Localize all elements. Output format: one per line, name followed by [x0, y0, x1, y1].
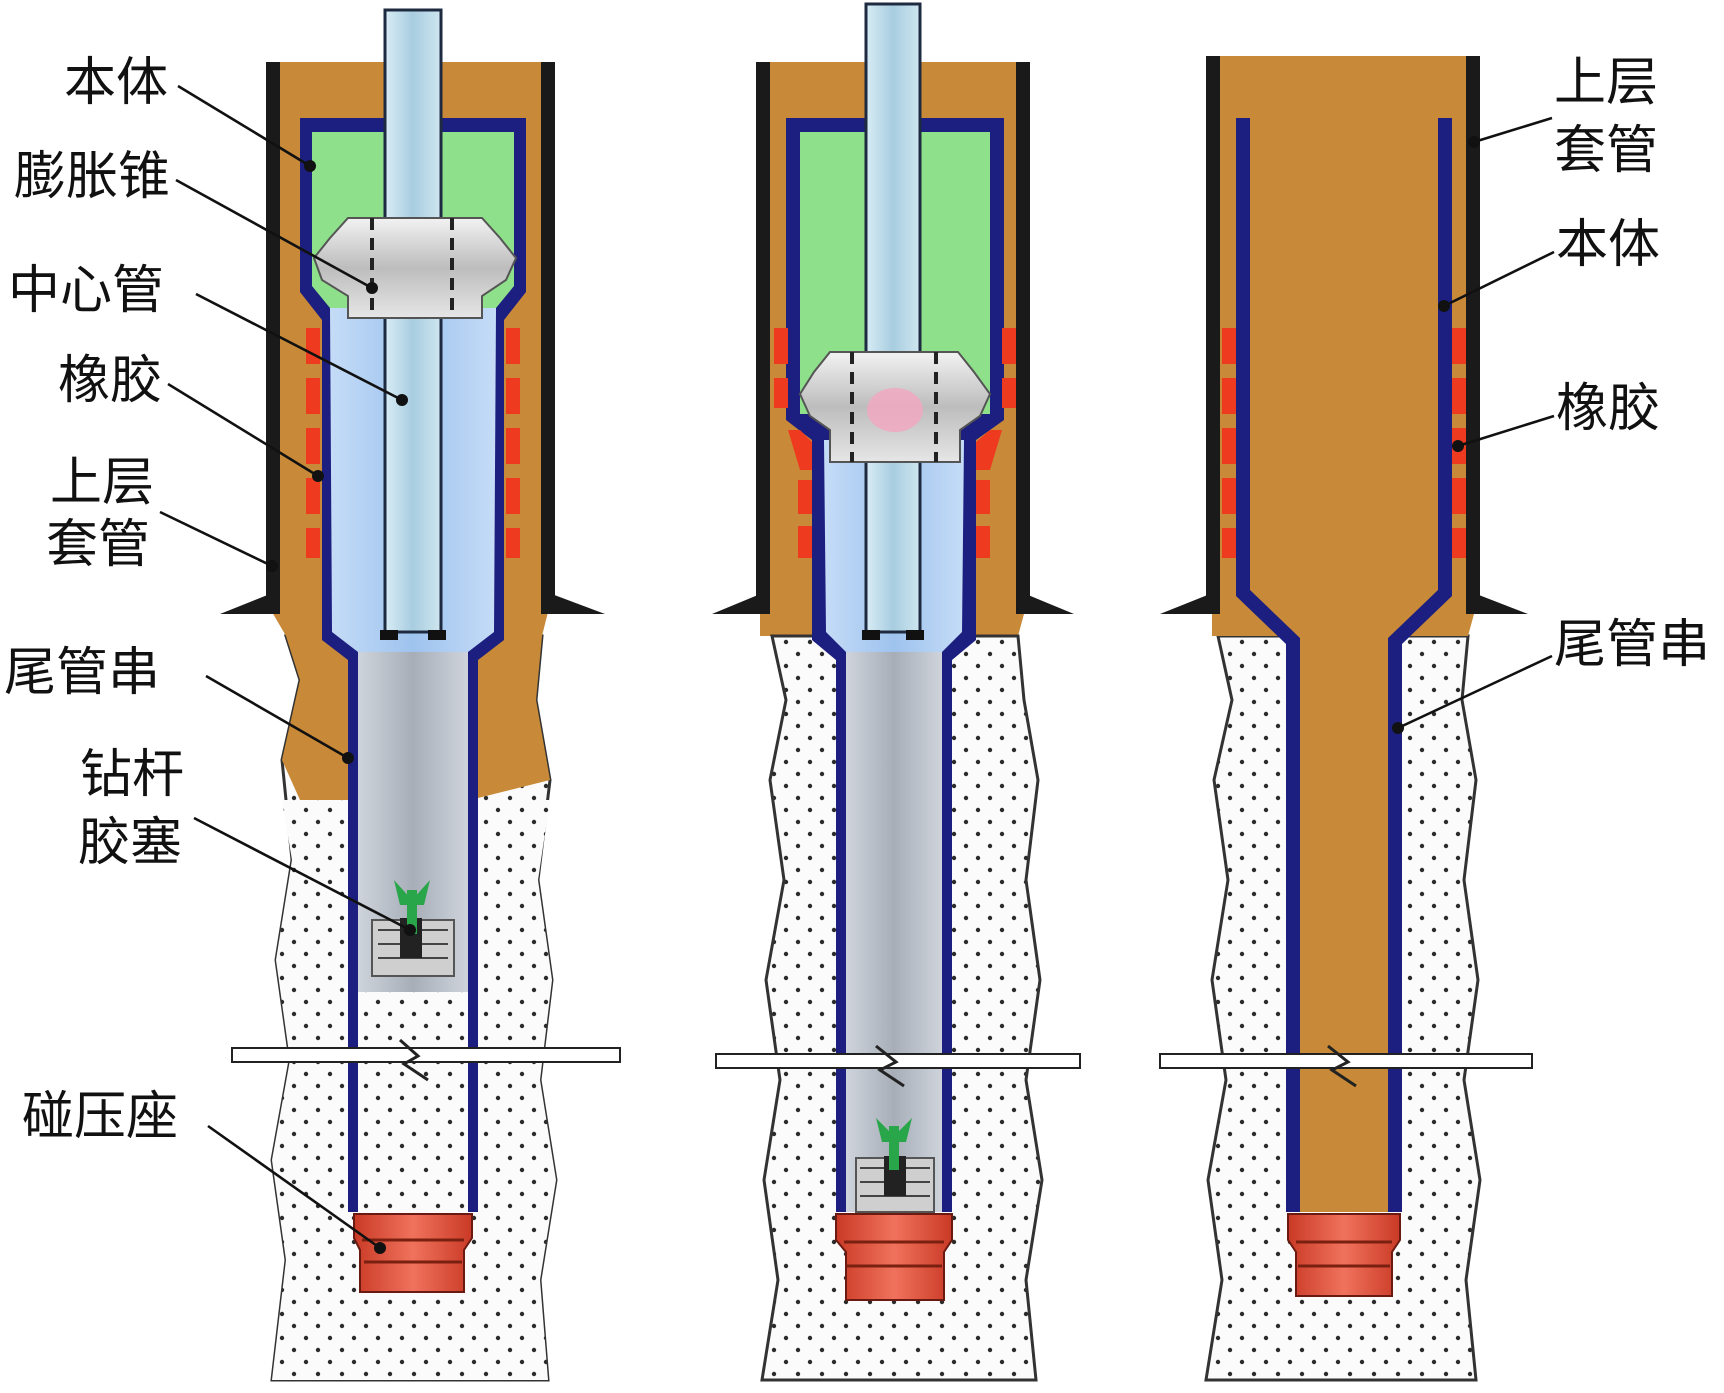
upper-casing-right [1016, 62, 1030, 614]
landing-seat [353, 1213, 473, 1293]
panel-after-expansion [1159, 56, 1533, 1382]
leader-upper-casing-right [1473, 116, 1553, 144]
leader-rubber-left [167, 382, 319, 478]
center-pipe-end-left [862, 630, 880, 640]
label-liner-right: 尾管串 [1554, 615, 1710, 675]
leader-dot-rubber-left [312, 470, 324, 482]
leader-body-right [1443, 250, 1555, 308]
label-upper-casing-left-1: 上层 [50, 453, 154, 513]
center-pipe [383, 8, 443, 634]
landing-seat [835, 1213, 953, 1301]
panel-during-expansion [712, 2, 1081, 1382]
label-seat-left: 碰压座 [22, 1087, 178, 1147]
cone-highlight [867, 388, 923, 432]
leader-dot-body-left [304, 160, 316, 172]
cone-dashes [370, 218, 454, 318]
leader-dot-upper-casing-right [1468, 136, 1480, 148]
casing-shoe-right [541, 590, 605, 614]
label-upper-casing-left-2: 套管 [46, 515, 150, 575]
leader-dot-dart-left [404, 924, 416, 936]
rubber-elements [1222, 328, 1466, 558]
label-center-pipe-left: 中心管 [8, 261, 164, 321]
leader-dot-rubber-right [1452, 440, 1464, 452]
center-pipe-end-right [906, 630, 924, 640]
center-pipe [864, 2, 922, 634]
leader-rubber-right [1457, 414, 1555, 448]
casing-shoe-left [712, 590, 770, 614]
label-upper-casing-right-2: 套管 [1554, 121, 1658, 181]
casing-shoe-right [1466, 590, 1528, 614]
leader-liner-left [205, 674, 349, 760]
leader-dot-liner-left [342, 752, 354, 764]
leader-dot-center-pipe-left [396, 394, 408, 406]
leader-dot-body-right [1438, 300, 1450, 312]
label-dart-left-1: 钻杆 [80, 745, 184, 805]
center-pipe-end-left [380, 630, 398, 640]
left-labels: 本体 膨胀锥 中心管 橡胶 上层 套管 尾管串 钻杆 胶塞 碰压座 [4, 53, 416, 1254]
leader-dot-seat-left [374, 1242, 386, 1254]
drill-pipe-dart [855, 1118, 935, 1213]
label-cone-left: 膨胀锥 [14, 147, 170, 207]
center-pipe-end-right [428, 630, 446, 640]
leader-seat-left [207, 1124, 381, 1250]
break-line [231, 1038, 621, 1082]
cone-dashes [850, 352, 938, 462]
liner-interior [846, 652, 942, 1212]
label-upper-casing-right-1: 上层 [1554, 53, 1658, 113]
leader-liner-right [1397, 654, 1553, 730]
casing-shoe-left [220, 590, 280, 614]
leader-upper-casing-left [159, 510, 273, 568]
leader-dot-cone-left [366, 282, 378, 294]
label-body-left: 本体 [64, 53, 168, 113]
liner-interior-lower [358, 992, 468, 1212]
upper-casing-left [1206, 56, 1220, 614]
leader-dart-left [193, 816, 411, 932]
panel-before-expansion [220, 8, 621, 1382]
body-wall [1236, 118, 1452, 1212]
break-line [1159, 1044, 1533, 1088]
casing-shoe-right [1016, 590, 1074, 614]
leader-cone-left [175, 178, 373, 290]
right-labels: 上层 套管 本体 橡胶 尾管串 [1392, 53, 1710, 734]
landing-seat [1287, 1213, 1401, 1297]
rubber-elements [774, 328, 1016, 558]
expansion-cone [312, 217, 518, 319]
leader-dot-upper-casing-left [266, 560, 278, 572]
leader-body-left [177, 84, 311, 168]
break-line [715, 1044, 1081, 1088]
label-liner-left: 尾管串 [4, 643, 160, 703]
leader-center-pipe-left [195, 292, 403, 402]
upper-casing-right [1466, 56, 1480, 614]
leader-dot-liner-right [1392, 722, 1404, 734]
label-body-right: 本体 [1556, 215, 1660, 275]
formation-lower [272, 800, 556, 1380]
casing-shoe-left [1160, 590, 1220, 614]
label-rubber-right: 橡胶 [1556, 379, 1660, 439]
upper-casing-left [266, 62, 280, 614]
label-rubber-left: 橡胶 [58, 351, 162, 411]
upper-casing-left [756, 62, 770, 614]
rubber-elements [306, 328, 520, 558]
label-dart-left-2: 胶塞 [78, 813, 182, 873]
upper-casing-right [541, 62, 555, 614]
